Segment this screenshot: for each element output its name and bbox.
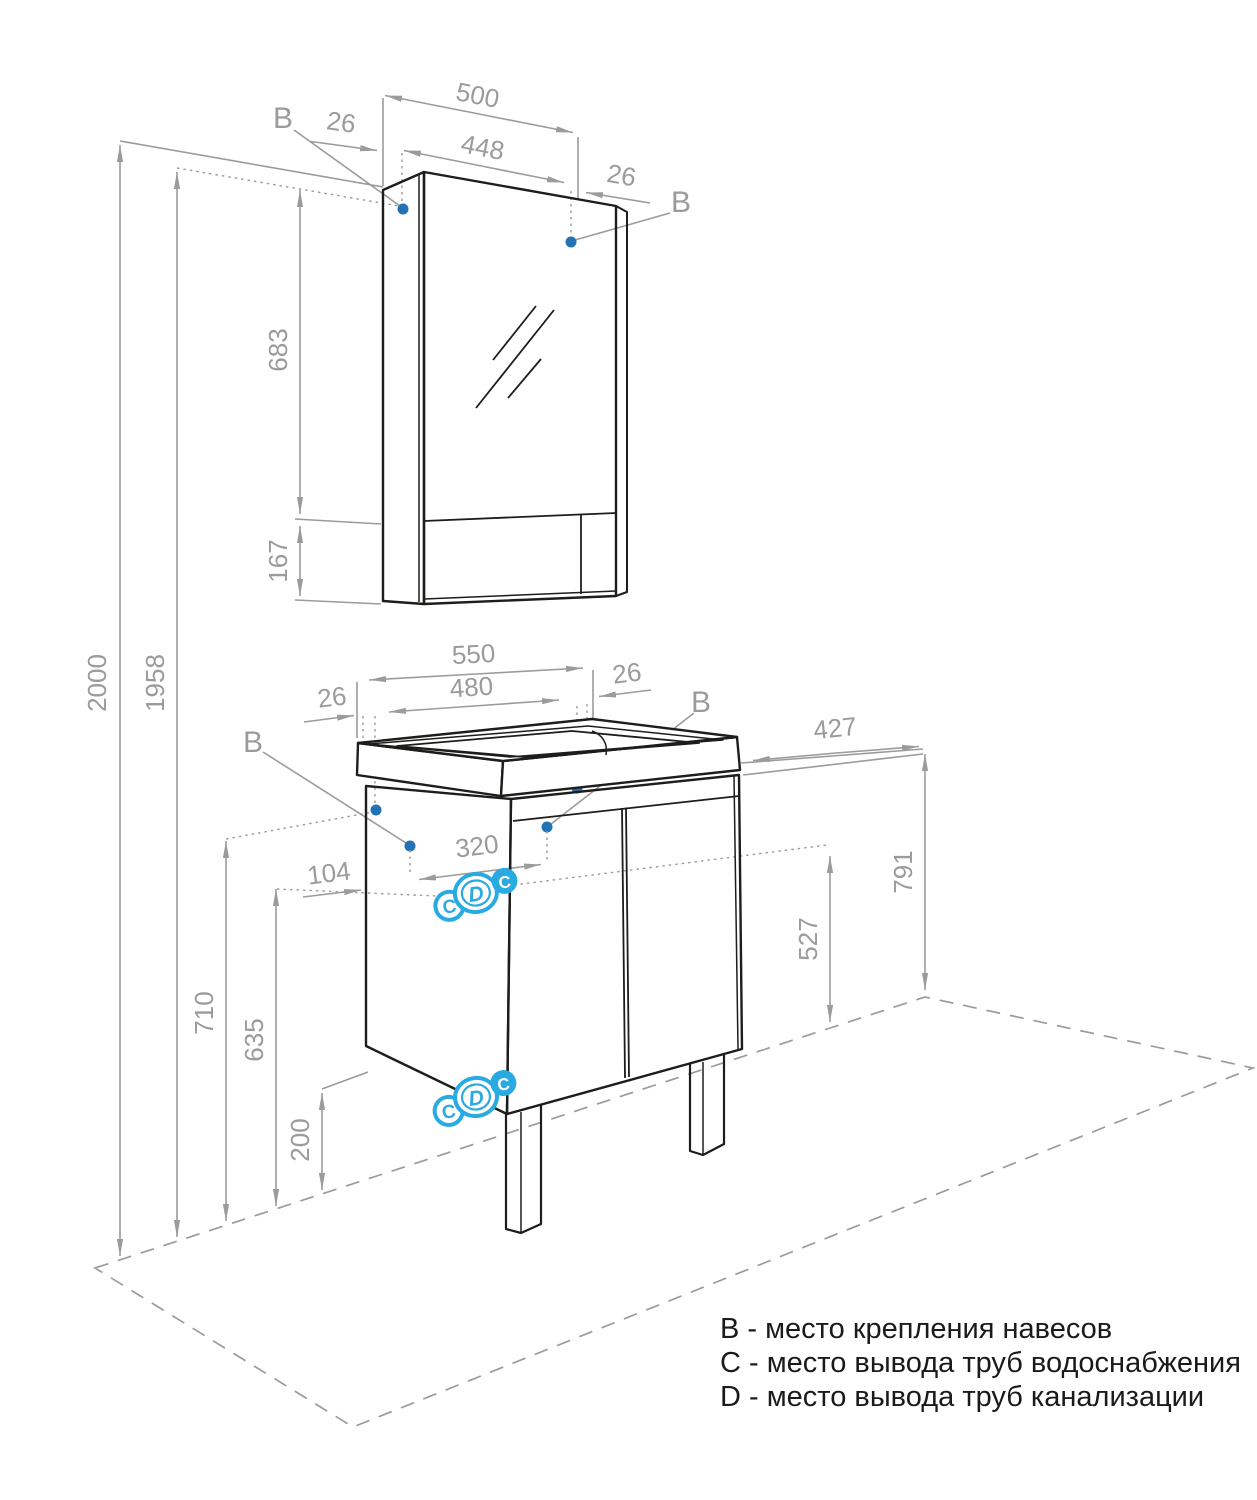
water-pipe-label: C [496, 1074, 511, 1095]
mirror-bottom-inner-line [423, 590, 617, 600]
dim-mirror-width: 500 [382, 76, 579, 200]
vanity-right-inner-edge [733, 775, 739, 1050]
mount-point-dot [565, 236, 577, 248]
dim-vanity-pipe-span: 320 [409, 829, 548, 881]
sink-rim-line [368, 725, 724, 758]
dim-vanity-offset-left: 26 [303, 680, 355, 723]
mirror-shelf-line [423, 512, 617, 522]
sink-basin-curve [591, 730, 608, 756]
mount-point-label: B [671, 186, 691, 219]
dim-vanity-mount-span: 480 [362, 671, 588, 804]
dim-mount-height: 1958 [140, 167, 400, 1237]
dim-mirror-offset-right: 26 [585, 158, 651, 204]
dim-vanity-offset-right: 26 [598, 656, 652, 698]
sink-basin [396, 730, 700, 758]
vanity-leg-right [688, 1055, 726, 1157]
legend-row-mount: B - место крепления навесов [720, 1313, 1112, 1345]
dim-mirror-door-height: 683 [263, 190, 382, 525]
mount-point-label: B [243, 726, 263, 759]
mirror-mount-marker-right: B [565, 186, 691, 248]
drain-pipe-label: D [467, 882, 485, 907]
mount-point-dot [404, 840, 416, 852]
water-pipe-label: C [497, 872, 512, 893]
legend: B - место крепления навесов C - место вы… [720, 1313, 1241, 1413]
vanity-unit [355, 717, 744, 1235]
dimension-label-vanity-pipe-offset: 104 [306, 856, 353, 891]
mount-point-dot [370, 804, 382, 816]
dimension-label-vanity-offset-right: 26 [611, 656, 643, 689]
dimension-label-total-height: 2000 [82, 654, 112, 712]
water-pipe-label: C [441, 1101, 458, 1124]
dimension-label-vanity-pipe-span: 320 [454, 829, 501, 864]
dimension-label-mirror-offset-left: 26 [325, 105, 358, 139]
dimension-label-mirror-shelf-height: 167 [263, 539, 293, 582]
mirror-cabinet [381, 170, 628, 606]
mirror-right-trim [615, 205, 628, 597]
pipe-icons-upper: C D C [433, 867, 518, 922]
vanity-door-divider [621, 807, 630, 1079]
dim-vanity-pipe-offset: 104 [276, 844, 828, 898]
dim-vanity-pipe-height: 527 [793, 856, 834, 1022]
floor-outline [92, 996, 1256, 1428]
legend-row-water: C - место вывода труб водоснабжения [720, 1347, 1241, 1379]
pipe-icons-lower: C D C [432, 1070, 517, 1127]
dim-vanity-height: 791 [888, 754, 929, 990]
dim-vanity-drain-level: 200 [285, 1071, 369, 1190]
dimension-label-mirror-mount-span: 448 [459, 128, 507, 166]
dimension-label-vanity-mount-span: 480 [449, 671, 494, 704]
legend-row-drain: D - место вывода труб канализации [720, 1381, 1204, 1413]
dimension-label-vanity-height: 791 [888, 850, 918, 893]
drain-pipe-label: D [467, 1086, 485, 1111]
mount-point-label: B [273, 102, 293, 135]
dim-vanity-depth: 427 [740, 711, 924, 776]
dim-total-height: 2000 [82, 140, 384, 1256]
dim-mirror-offset-left: 26 [310, 105, 378, 152]
mount-point-dot [397, 203, 409, 215]
water-pipe-label: C [441, 896, 458, 919]
dimension-label-mirror-door-height: 683 [263, 328, 293, 371]
dimension-label-vanity-offset-left: 26 [316, 680, 348, 713]
dim-vanity-width: 550 [356, 638, 594, 743]
dim-vanity-pipe-level: 635 [239, 889, 280, 1206]
dimension-label-vanity-depth: 427 [812, 711, 858, 745]
vanity-sink [355, 717, 742, 798]
dimension-label-mount-height: 1958 [140, 654, 170, 712]
mirror-glass-marks [475, 305, 555, 409]
dim-vanity-mount-level: 710 [189, 811, 374, 1221]
mount-point-dot [541, 821, 553, 833]
vanity-leg-front [504, 1104, 543, 1235]
dimension-label-vanity-pipe-level: 635 [239, 1018, 269, 1061]
dimension-label-vanity-width: 550 [451, 638, 496, 670]
vanity-mount-marker-left: B [243, 726, 416, 852]
mirror-side-panel [381, 170, 426, 606]
dimension-label-vanity-pipe-height: 527 [793, 917, 823, 960]
dimension-label-vanity-mount-level: 710 [189, 991, 219, 1034]
dimension-label-mirror-offset-right: 26 [605, 158, 639, 193]
vanity-front-face [505, 773, 744, 1116]
dimension-label-vanity-drain-level: 200 [285, 1118, 315, 1161]
dimension-label-mirror-width: 500 [454, 76, 502, 114]
dim-mirror-shelf-height: 167 [263, 526, 382, 605]
mount-point-label: B [691, 686, 711, 719]
